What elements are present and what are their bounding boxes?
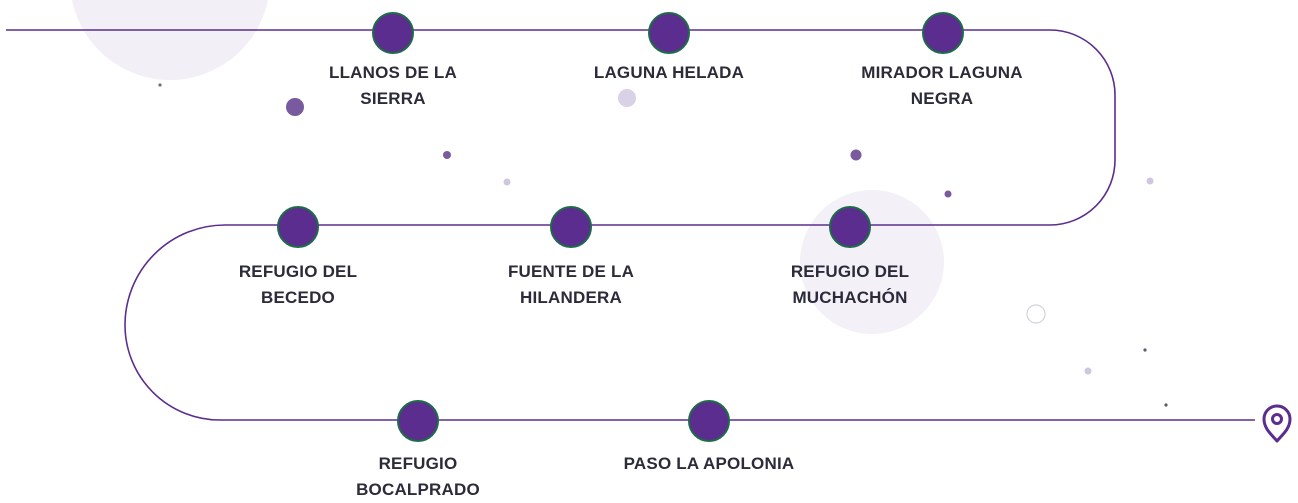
stop-label-bocalprado: REFUGIO BOCALPRADO [356, 454, 480, 499]
stop-label-mirador: MIRADOR LAGUNA NEGRA [861, 63, 1023, 108]
decorative-dot [158, 83, 162, 87]
decorative-dot [1164, 403, 1168, 407]
background-glow [72, 0, 268, 80]
stop-label-muchachon: REFUGIO DEL MUCHACHÓN [790, 262, 910, 307]
stop-node-laguna-helada [648, 12, 690, 54]
decorative-dot [1146, 177, 1154, 185]
stop-label-hilandera: FUENTE DE LA HILANDERA [507, 262, 635, 307]
stop-node-becedo [277, 206, 319, 248]
stop-label-becedo: REFUGIO DEL BECEDO [238, 262, 358, 307]
decorative-dot [850, 149, 862, 161]
decorative-dot [503, 178, 511, 186]
stop-node-apolonia [688, 400, 730, 442]
stop-node-llanos [372, 12, 414, 54]
stop-label-llanos: LLANOS DE LA SIERRA [328, 63, 457, 108]
stop-node-muchachon [829, 206, 871, 248]
stop-node-hilandera [550, 206, 592, 248]
map-pin-icon [1262, 404, 1292, 443]
stop-label-apolonia: PASO LA APOLONIA [623, 454, 795, 473]
decorative-dot [1026, 304, 1046, 324]
decorative-dot [1143, 348, 1147, 352]
decorative-dot [944, 190, 952, 198]
decorative-dot [618, 89, 636, 107]
decorative-dot [1084, 367, 1092, 375]
stop-label-laguna-helada: LAGUNA HELADA [593, 63, 745, 82]
stop-node-mirador [922, 12, 964, 54]
decorative-dot [443, 151, 451, 159]
route-path [6, 29, 1255, 421]
decorative-dot [286, 98, 304, 116]
stop-node-bocalprado [397, 400, 439, 442]
